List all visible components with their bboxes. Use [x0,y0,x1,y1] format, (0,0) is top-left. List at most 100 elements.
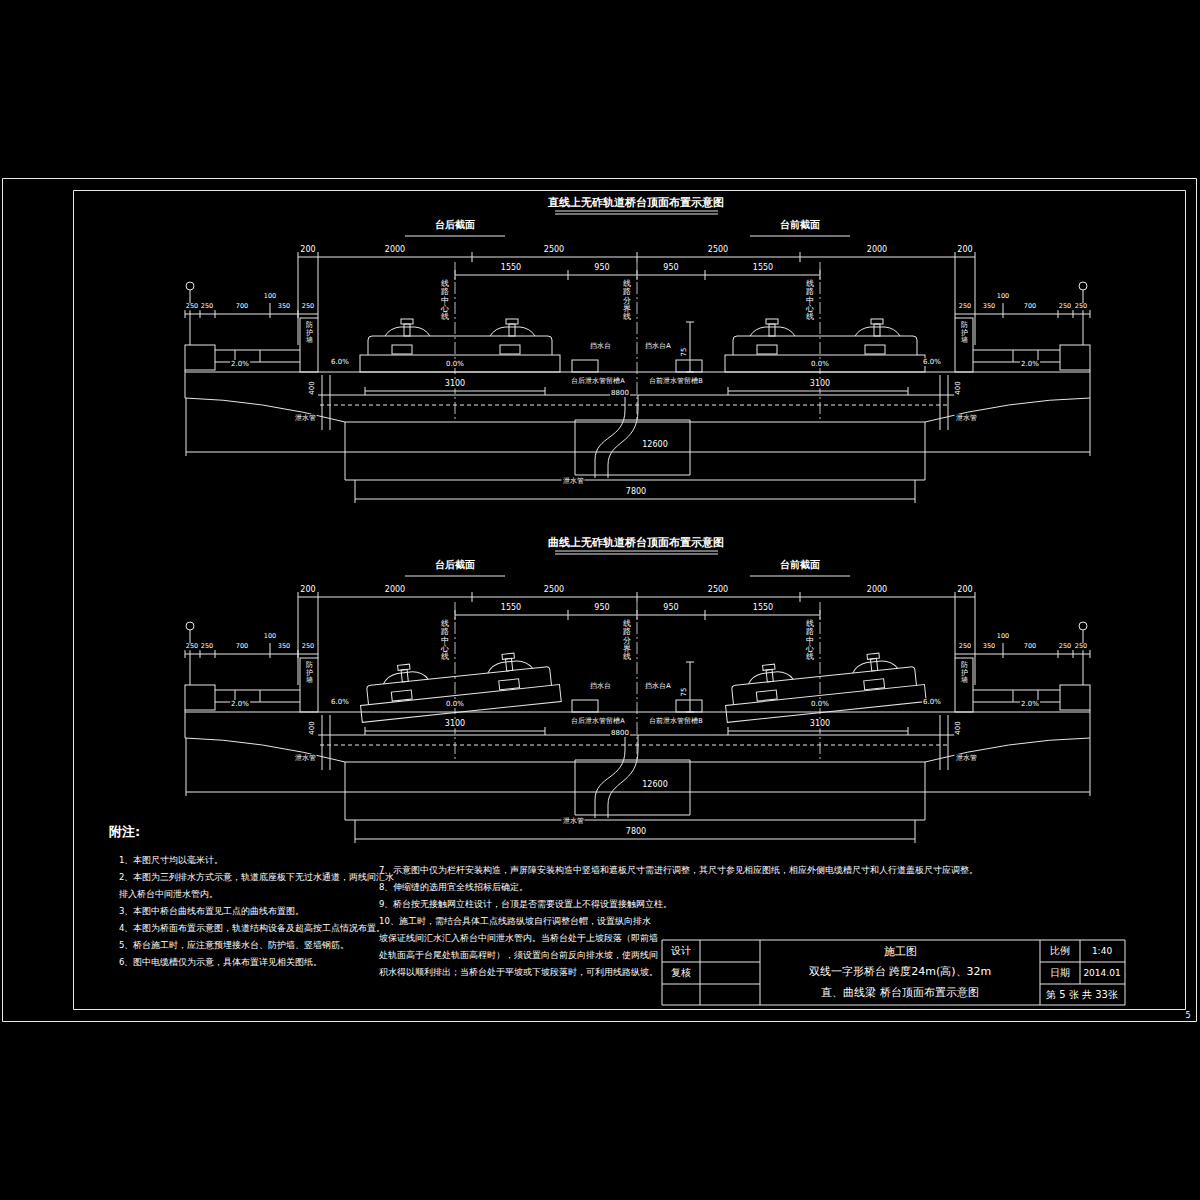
part-label: 泄水管 [294,414,317,422]
dimension: 400 [308,720,316,735]
dimension: 100 [996,633,1010,640]
dimension: 350 [277,303,291,310]
dimension: 12600 [641,440,668,449]
slope-label: 6.0% [330,358,350,366]
dimension: 250 [1058,643,1072,650]
title-block-cell: 直、曲线梁 桥台顶面布置示意图 [820,987,980,1000]
dimension: 250 [200,643,214,650]
dimension: 2500 [543,585,565,594]
note-text: 1、本图尺寸均以毫米计。 [118,852,400,869]
dimension: 100 [996,293,1010,300]
dimension: 100 [263,293,277,300]
dimension: 400 [954,720,962,735]
dimension: 400 [954,380,962,395]
slope-label: 0.0% [445,360,465,368]
wall-label: 防护墙 [306,662,313,685]
dimension: 1550 [500,263,522,272]
dimension: 3100 [444,719,466,728]
part-label: 台前泄水管留槽B [648,378,703,385]
drawing-title: 曲线上无砟轨道桥台顶面布置示意图 [547,537,725,550]
note-text: 10、施工时，需结合具体工点线路纵坡自行调整台帽，设置纵向排水坡保证线间汇水汇入… [378,913,660,981]
dimension: 700 [235,643,249,650]
dimension: 200 [299,585,316,594]
dimension: 12600 [641,780,668,789]
dimension: 2000 [384,585,406,594]
note-text: 5、桥台施工时，应注意预埋接水台、防护墙、竖墙钢筋。 [118,937,400,954]
slope-label: 2.0% [1020,700,1040,708]
dimension: 2500 [543,245,565,254]
notes-heading: 附注: [108,823,170,840]
dimension: 75 [680,687,688,698]
dimension: 950 [593,603,610,612]
slope-label: 2.0% [230,360,250,368]
dimension: 400 [308,380,316,395]
wall-label: 防护墙 [961,662,968,685]
drawing-title: 直线上无砟轨道桥台顶面布置示意图 [547,197,725,210]
part-label: 泄水管 [955,754,978,762]
dimension: 950 [662,263,679,272]
centerline-label: 线路分界线 [623,620,631,661]
title-block-cell: 比例 [1049,945,1071,957]
section-title: 台前截面 [779,219,821,231]
title-block-cell: 双线一字形桥台 跨度24m(高)、32m [808,966,993,979]
note-text: 4、本图为桥面布置示意图，轨道结构设备及超高按工点情况布置。 [118,920,400,937]
part-label: 台前泄水管留槽B [648,718,703,725]
dimension: 2500 [707,585,729,594]
section-title: 台前截面 [779,559,821,571]
dimension: 200 [956,585,973,594]
dimension: 3100 [809,719,831,728]
part-label: 挡水台A [644,682,672,690]
dimension: 700 [1023,303,1037,310]
note-text: 6、图中电缆槽仅为示意，具体布置详见相关图纸。 [118,954,400,971]
dimension: 7800 [625,487,647,496]
dimension: 250 [301,643,315,650]
dimension: 8800 [610,389,630,397]
dimension: 950 [593,263,610,272]
dimension: 700 [1023,643,1037,650]
dimension: 350 [982,303,996,310]
section-title: 台后截面 [434,559,476,571]
slope-label: 0.0% [810,700,830,708]
slope-label: 6.0% [922,698,942,706]
dimension: 200 [956,245,973,254]
part-label: 挡水台 [589,342,612,350]
dimension: 250 [185,303,199,310]
dimension: 2000 [866,585,888,594]
dimension: 250 [301,303,315,310]
slope-label: 2.0% [1020,360,1040,368]
title-block-cell: 设计 [670,945,692,957]
slope-label: 6.0% [330,698,350,706]
dimension: 200 [299,245,316,254]
dimension: 3100 [809,379,831,388]
title-block-cell: 复核 [670,967,692,979]
dimension: 3100 [444,379,466,388]
wall-label: 防护墙 [961,322,968,345]
dimension: 2000 [866,245,888,254]
dimension: 100 [263,633,277,640]
dimension: 1550 [752,263,774,272]
part-label: 挡水台 [589,682,612,690]
part-label: 泄水管 [562,477,585,485]
centerline-label: 线路中心线 [441,280,449,321]
dimension: 1550 [500,603,522,612]
dimension: 75 [680,347,688,358]
dimension: 250 [958,643,972,650]
dimension: 7800 [625,827,647,836]
slope-label: 0.0% [810,360,830,368]
note-text: 2、本图为三列排水方式示意，轨道底座板下无过水通道，两线间汇水排入桥台中间泄水管… [118,869,400,903]
page-number: 5 [1184,1011,1191,1020]
dimension: 250 [958,303,972,310]
note-text: 7、示意图中仅为栏杆安装构造，声屏障安装构造中竖墙和遮板尺寸需进行调整，其尺寸参… [378,862,1040,879]
dimension: 8800 [610,729,630,737]
note-text: 9、桥台按无接触网立柱设计，台顶是否需要设置上不得设置接触网立柱。 [378,896,1040,913]
centerline-label: 线路分界线 [623,280,631,321]
centerline-label: 线路中心线 [806,280,814,321]
part-label: 泄水管 [562,817,585,825]
part-label: 台后泄水管留槽A [570,718,625,725]
dimension: 250 [185,643,199,650]
section-title: 台后截面 [434,219,476,231]
title-block-cell: 施工图 [883,946,918,959]
dimension: 250 [1058,303,1072,310]
dimension: 350 [277,643,291,650]
